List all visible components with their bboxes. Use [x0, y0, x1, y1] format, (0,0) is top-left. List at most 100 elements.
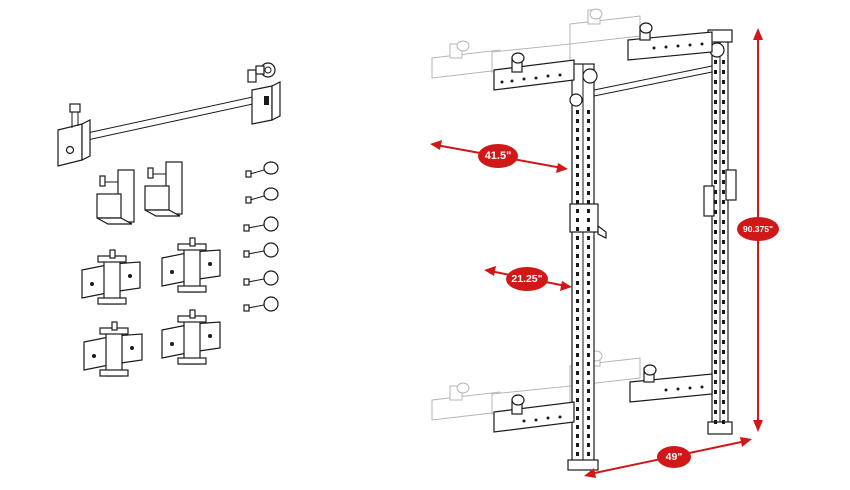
upright-hole	[722, 170, 725, 174]
upright-hole	[587, 317, 590, 321]
pull-pins	[243, 161, 279, 312]
upright-hole	[576, 146, 579, 150]
upright-hole	[714, 370, 717, 374]
upright-hole	[587, 164, 590, 168]
upright-hole	[576, 173, 579, 177]
upright-hole	[714, 190, 717, 194]
upright-hole	[576, 128, 579, 132]
upright-hole	[576, 290, 579, 294]
upright-hole	[576, 443, 579, 447]
upright-hole	[587, 425, 590, 429]
upright-hole	[722, 270, 725, 274]
upright-hole	[722, 100, 725, 104]
upright-hole	[576, 209, 579, 213]
upright-hole	[587, 272, 590, 276]
upright-hole	[587, 119, 590, 123]
upright-hole	[576, 362, 579, 366]
upright-back	[703, 29, 737, 435]
upright-hole	[587, 308, 590, 312]
back-upright-holes	[714, 60, 725, 424]
upright-hole	[722, 280, 725, 284]
upright-hole	[587, 398, 590, 402]
upright-hole	[587, 173, 590, 177]
upright-hole	[587, 263, 590, 267]
upright-hole	[714, 270, 717, 274]
upright-hole	[714, 210, 717, 214]
upright-hole	[576, 272, 579, 276]
upright-hole	[714, 360, 717, 364]
wall-bracket	[83, 321, 143, 377]
upright-hole	[714, 420, 717, 424]
wall-bracket	[81, 249, 141, 305]
pull-pin	[243, 242, 279, 258]
dimension-height: 90.375"	[737, 28, 779, 432]
upright-hole	[722, 250, 725, 254]
upright-hole	[722, 190, 725, 194]
upright-hole	[714, 390, 717, 394]
upright-hole	[576, 344, 579, 348]
upright-hole	[722, 220, 725, 224]
width-label: 49"	[666, 451, 683, 463]
upright-hole	[722, 130, 725, 134]
upright-hole	[587, 434, 590, 438]
upright-hole	[587, 218, 590, 222]
upright-hole	[722, 200, 725, 204]
upright-hole	[587, 380, 590, 384]
pull-pin	[243, 270, 279, 286]
wall-bracket	[161, 309, 221, 365]
upright-hole	[587, 299, 590, 303]
upright-hole	[576, 191, 579, 195]
upright-hole	[587, 389, 590, 393]
upright-hole	[576, 236, 579, 240]
upright-hole	[722, 320, 725, 324]
upright-hole	[576, 335, 579, 339]
upright-hole	[576, 281, 579, 285]
upright-hole	[576, 308, 579, 312]
upright-hole	[576, 155, 579, 159]
upright-hole	[587, 443, 590, 447]
upright-hole	[576, 182, 579, 186]
depth-extended-label: 41.5"	[485, 150, 512, 162]
front-upright-holes	[576, 110, 590, 456]
depth-folded-label: 21.25"	[511, 273, 542, 285]
upright-hole	[576, 245, 579, 249]
upright-hole	[722, 390, 725, 394]
upright-hole	[714, 330, 717, 334]
upright-hole	[587, 128, 590, 132]
upright-hole	[722, 350, 725, 354]
upright-hole	[576, 227, 579, 231]
upright-hole	[722, 300, 725, 304]
upright-hole	[587, 200, 590, 204]
upright-hole	[576, 380, 579, 384]
pull-pin	[245, 161, 279, 178]
arm-top-back	[627, 22, 713, 61]
upright-hole	[722, 420, 725, 424]
upright-hole	[576, 299, 579, 303]
upright-hole	[587, 227, 590, 231]
upright-hole	[576, 326, 579, 330]
upright-hole	[714, 80, 717, 84]
upright-hole	[587, 281, 590, 285]
upright-hole	[576, 434, 579, 438]
upright-hole	[722, 140, 725, 144]
arm-bottom-back	[629, 364, 713, 403]
upright-hole	[714, 160, 717, 164]
upright-hole	[722, 380, 725, 384]
upright-hole	[722, 290, 725, 294]
upright-hole	[587, 110, 590, 114]
upright-hole	[714, 410, 717, 414]
upright-hole	[722, 150, 725, 154]
upright-hole	[722, 360, 725, 364]
upright-hole	[587, 254, 590, 258]
upright-hole	[576, 398, 579, 402]
upright-hole	[576, 218, 579, 222]
upright-hole	[576, 254, 579, 258]
upright-hole	[576, 317, 579, 321]
upright-hole	[576, 263, 579, 267]
upright-hole	[722, 260, 725, 264]
upright-hole	[587, 335, 590, 339]
upright-hole	[722, 90, 725, 94]
upright-hole	[714, 350, 717, 354]
upright-hole	[587, 290, 590, 294]
